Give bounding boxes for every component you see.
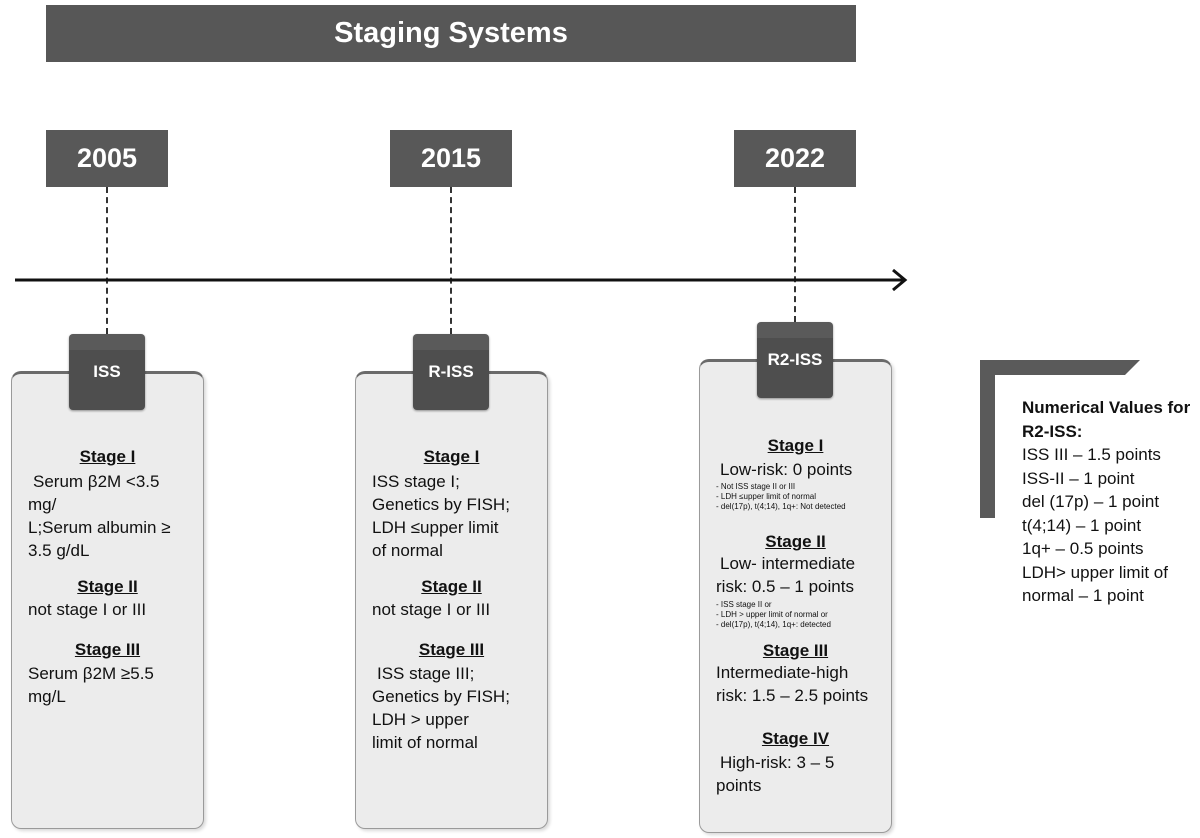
text-line: LDH ≤upper limit — [372, 518, 499, 537]
text-line: risk: 1.5 – 2.5 points — [716, 686, 869, 705]
r2iss-stage3-title: Stage III — [762, 641, 829, 660]
numerical-title: Numerical Values for R2-ISS: — [1022, 396, 1190, 443]
riss-tag: R-ISS — [413, 334, 489, 410]
page-title: Staging Systems — [334, 17, 568, 49]
text-line: Intermediate-high — [716, 663, 849, 682]
text-line: limit of normal — [372, 733, 478, 752]
r2iss-tag: R2-ISS — [757, 322, 833, 398]
text-line: High-risk: 3 – 5 — [720, 753, 835, 772]
r2iss-stage1-text: Low-risk: 0 points — [720, 460, 853, 479]
numerical-item: normal – 1 point — [1022, 586, 1144, 605]
r2iss-stage4-text: High-risk: 3 – 5 points — [716, 751, 834, 797]
title-line: Numerical Values for — [1022, 398, 1191, 417]
numerical-item: LDH> upper limit of — [1022, 562, 1168, 582]
connector-2005 — [106, 187, 108, 334]
text-line: mg/L — [28, 687, 66, 706]
iss-stage3-text: Serum β2M ≥5.5 mg/L — [28, 662, 154, 708]
riss-stage2-title: Stage II — [421, 577, 482, 596]
iss-stage2-title: Stage II — [77, 577, 138, 596]
text-line: Serum β2M <3.5 — [33, 472, 160, 491]
iss-card: Stage I Serum β2M <3.5 mg/ L;Serum album… — [11, 371, 204, 829]
tag-label: R-ISS — [428, 362, 474, 381]
text-line: 3.5 g/dL — [28, 541, 90, 560]
riss-stage2-text: not stage I or III — [372, 600, 491, 619]
note-line: - ISS stage II or — [716, 600, 772, 609]
iss-stage3-title: Stage III — [74, 640, 141, 659]
text-line: ISS stage III; — [377, 664, 475, 683]
r2iss-stage1-title: Stage I — [767, 436, 824, 455]
numerical-item: del (17p) – 1 point — [1022, 492, 1160, 511]
text-line: Low- intermediate — [720, 554, 856, 573]
r2iss-stage2-text: Low- intermediate risk: 0.5 – 1 points — [716, 552, 855, 598]
text-line: L;Serum albumin ≥ — [28, 518, 171, 537]
numerical-item: ISS-II – 1 point — [1022, 468, 1135, 488]
note-line: - LDH ≤upper limit of normal — [716, 492, 816, 501]
title-line: R2-ISS: — [1022, 421, 1083, 441]
text-line: Serum β2M ≥5.5 — [28, 664, 154, 683]
iss-stage1-title: Stage I — [79, 447, 136, 466]
text-line: points — [716, 776, 762, 795]
r2iss-card: Stage I Low-risk: 0 points - Not ISS sta… — [699, 359, 892, 833]
text-line: risk: 0.5 – 1 points — [716, 577, 854, 596]
tag-label: ISS — [93, 362, 121, 381]
year-box-2022: 2022 — [734, 130, 856, 187]
numerical-values-panel: Numerical Values for R2-ISS: ISS III – 1… — [1022, 396, 1190, 608]
note-line: - LDH > upper limit of normal or — [716, 610, 828, 619]
r2iss-stage2-title: Stage II — [765, 532, 826, 551]
iss-stage2-text: not stage I or III — [28, 600, 147, 619]
riss-stage1-title: Stage I — [423, 447, 480, 466]
numerical-item: t(4;14) – 1 point — [1022, 515, 1142, 535]
r2iss-stage3-text: Intermediate-high risk: 1.5 – 2.5 points — [716, 661, 868, 707]
connector-2022 — [794, 187, 796, 322]
text-line: of normal — [372, 541, 443, 560]
text-line: LDH > upper — [372, 710, 469, 729]
numerical-item: ISS III – 1.5 points — [1022, 445, 1161, 464]
numerical-item: 1q+ – 0.5 points — [1022, 539, 1144, 558]
riss-stage3-title: Stage III — [418, 640, 485, 659]
r2iss-stage4-title: Stage IV — [761, 729, 830, 748]
text-line: ISS stage I; — [372, 472, 460, 491]
year-label: 2015 — [420, 143, 482, 173]
text-line: Genetics by FISH; — [372, 687, 510, 706]
connector-2015 — [450, 187, 452, 334]
r2iss-stage1-notes: - Not ISS stage II or III - LDH ≤upper l… — [716, 482, 846, 512]
iss-stage1-text: Serum β2M <3.5 mg/ L;Serum albumin ≥ 3.5… — [28, 470, 171, 562]
riss-stage3-text: ISS stage III; Genetics by FISH; LDH > u… — [372, 662, 510, 754]
year-box-2015: 2015 — [390, 130, 512, 187]
r2iss-stage2-notes: - ISS stage II or - LDH > upper limit of… — [716, 600, 831, 630]
note-line: - Not ISS stage II or III — [716, 482, 796, 491]
riss-card: Stage I ISS stage I; Genetics by FISH; L… — [355, 371, 548, 829]
year-label: 2005 — [76, 143, 138, 173]
title-bar: Staging Systems — [46, 5, 856, 62]
note-line: - del(17p), t(4;14), 1q+: Not detected — [716, 502, 846, 511]
year-box-2005: 2005 — [46, 130, 168, 187]
year-label: 2022 — [764, 143, 826, 173]
tag-label: R2-ISS — [767, 350, 823, 369]
text-line: mg/ — [28, 495, 57, 514]
iss-tag: ISS — [69, 334, 145, 410]
riss-stage1-text: ISS stage I; Genetics by FISH; LDH ≤uppe… — [372, 470, 510, 562]
text-line: Genetics by FISH; — [372, 495, 510, 514]
note-line: - del(17p), t(4;14), 1q+: detected — [716, 620, 831, 629]
